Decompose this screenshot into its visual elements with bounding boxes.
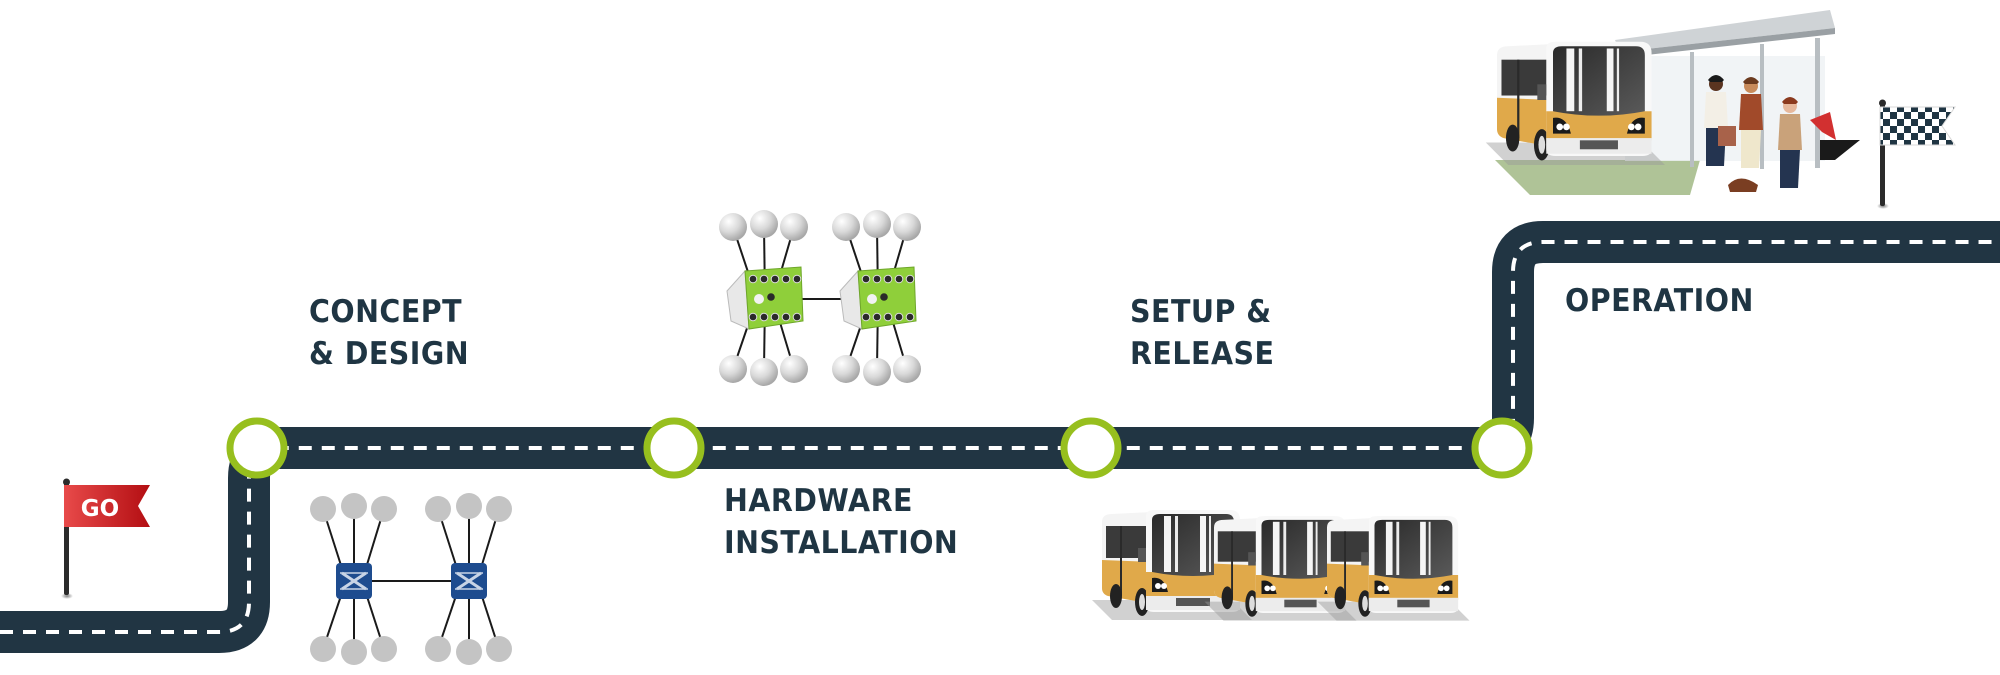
bus-icon <box>1204 516 1357 621</box>
bus-windshield <box>1261 519 1340 579</box>
topology-cluster <box>832 210 921 386</box>
bus-icon <box>1485 41 1665 165</box>
endpoint-node <box>341 639 367 665</box>
bus-mirror <box>1361 552 1369 566</box>
milestone-label-setup: SETUP & RELEASE <box>1130 291 1274 375</box>
milestone-marker-hardware[interactable] <box>643 417 705 479</box>
milestone-label-line: SETUP & <box>1130 294 1272 330</box>
bus-windshield <box>1553 46 1645 116</box>
bus-plate <box>1397 599 1430 608</box>
bus-plate <box>1284 599 1317 608</box>
bus-plate <box>1176 598 1210 606</box>
bus-mirror <box>1138 548 1146 562</box>
endpoint-node <box>750 210 778 238</box>
bus-icon <box>1317 516 1470 621</box>
network-switch-topology <box>310 493 512 665</box>
milestone-label-line: OPERATION <box>1565 283 1754 319</box>
go-flag-label: GO <box>81 496 119 522</box>
bus-shelter <box>1615 10 1860 169</box>
bus-wheel <box>1110 584 1122 608</box>
milestone-label-operation: OPERATION <box>1565 280 1754 322</box>
endpoint-node <box>341 493 367 519</box>
endpoint-node <box>780 355 808 383</box>
milestone-label-line: CONCEPT <box>309 294 463 330</box>
passenger-figure <box>1778 97 1802 188</box>
ground-patch <box>1495 160 1700 195</box>
endpoint-node <box>310 636 336 662</box>
io-module-icon <box>839 266 917 330</box>
endpoint-node <box>832 355 860 383</box>
bus-fleet <box>1092 510 1470 621</box>
milestone-markers <box>226 417 1533 479</box>
milestone-label-concept: CONCEPT & DESIGN <box>309 291 469 375</box>
shopping-bag <box>1718 126 1736 146</box>
road-center-dashes <box>0 240 2000 634</box>
bus-wheel <box>1221 586 1233 610</box>
endpoint-node <box>486 496 512 522</box>
endpoint-node <box>371 496 397 522</box>
bus-at-stop-with-passengers <box>1485 10 1860 195</box>
milestone-marker-setup[interactable] <box>1060 417 1122 479</box>
go-flag-icon: GO <box>61 478 150 599</box>
bus-front-stripe <box>1255 575 1346 600</box>
bus-mirror <box>1248 552 1256 566</box>
endpoint-node <box>750 358 778 386</box>
topology-cluster <box>719 210 808 386</box>
passenger-figure <box>1704 75 1728 166</box>
endpoint-node <box>310 496 336 522</box>
milestone-label-line: INSTALLATION <box>724 525 959 561</box>
network-switch-icon <box>336 563 372 599</box>
bus-windshield <box>1152 514 1234 576</box>
bus-front-stripe <box>1368 575 1459 600</box>
endpoint-node <box>780 213 808 241</box>
endpoint-node <box>863 358 891 386</box>
bus-wheel <box>1334 586 1346 610</box>
endpoint-node <box>893 355 921 383</box>
milestone-label-hardware: HARDWARE INSTALLATION <box>724 480 958 564</box>
endpoint-node <box>719 213 747 241</box>
passenger-figure <box>1739 77 1763 168</box>
bus-front-stripe <box>1546 111 1652 141</box>
green-io-device-topology <box>719 210 921 386</box>
topology-cluster <box>425 493 512 665</box>
dog-figure <box>1728 178 1758 192</box>
milestone-label-line: & DESIGN <box>309 336 470 372</box>
endpoint-node <box>456 639 482 665</box>
checkered-flag-icon <box>1877 99 1956 209</box>
bus-wheel <box>1505 124 1520 152</box>
endpoint-node <box>863 210 891 238</box>
bus-plate <box>1579 140 1618 150</box>
milestone-marker-concept[interactable] <box>226 417 288 479</box>
topology-cluster <box>310 493 397 665</box>
endpoint-node <box>719 355 747 383</box>
road <box>0 221 2000 653</box>
endpoint-node <box>832 213 860 241</box>
io-module-icon <box>726 266 804 330</box>
endpoint-node <box>893 213 921 241</box>
bus-windshield <box>1374 519 1453 579</box>
endpoint-node <box>425 496 451 522</box>
network-switch-icon <box>451 563 487 599</box>
milestone-label-line: RELEASE <box>1130 336 1275 372</box>
endpoint-node <box>456 493 482 519</box>
bus-mirror <box>1537 84 1547 100</box>
milestone-label-line: HARDWARE <box>724 483 913 519</box>
red-scarf <box>1810 112 1836 140</box>
endpoint-node <box>425 636 451 662</box>
endpoint-node <box>486 636 512 662</box>
endpoint-node <box>371 636 397 662</box>
milestone-marker-operation[interactable] <box>1471 417 1533 479</box>
